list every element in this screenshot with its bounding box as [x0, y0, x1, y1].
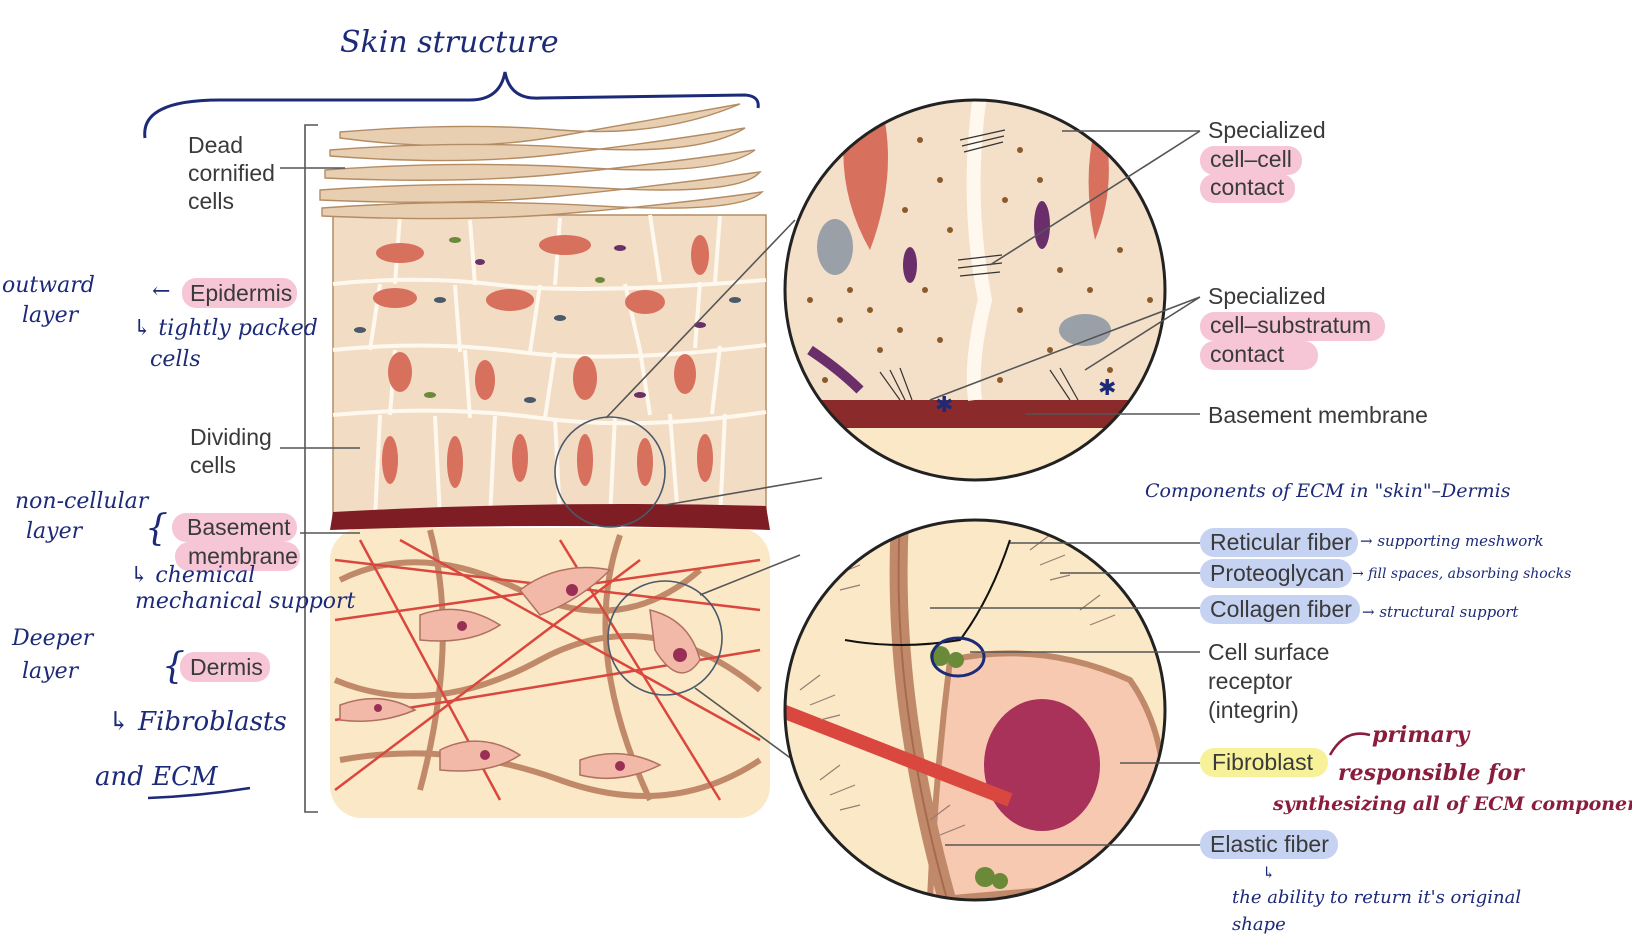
callout-reticular: Reticular fiber: [1210, 529, 1352, 555]
note-noncellular-1: non-cellular: [15, 489, 150, 514]
note-outward-1: outward: [2, 273, 95, 298]
callout-cell-substratum-2: cell–substratum: [1210, 312, 1371, 338]
callout-collagen: Collagen fiber: [1210, 596, 1352, 622]
callout-cell-substratum-1: Specialized: [1208, 283, 1326, 309]
note-elastic-arrow: ↳: [1262, 863, 1275, 882]
note-epidermis-1: ↳ tightly packed: [133, 316, 318, 341]
callout-cell-substratum-3: contact: [1210, 341, 1285, 367]
note-deeper-1: Deeper: [11, 626, 95, 651]
callout-cell-cell-3: contact: [1210, 174, 1285, 200]
callout-cell-cell-1: Specialized: [1208, 117, 1326, 143]
callout-basement-membrane: Basement membrane: [1208, 402, 1428, 428]
note-proteoglycan: → fill spaces, absorbing shocks: [1352, 566, 1571, 582]
note-basement-1: ↳ chemical: [130, 563, 255, 588]
layer-bracket: [305, 125, 318, 812]
callout-receptor-1: Cell surface: [1208, 639, 1329, 665]
label-dividing-2: cells: [190, 452, 236, 478]
note-fibroblast-3: synthesizing all of ECM components: [1272, 793, 1632, 815]
note-noncellular-2: layer: [26, 519, 84, 544]
callout-elastic: Elastic fiber: [1210, 831, 1329, 857]
zoom-circle-bottom: [780, 520, 1166, 910]
note-fibroblast-1: primary: [1372, 722, 1471, 748]
brace-basement: {: [145, 508, 168, 549]
label-dermis: Dermis: [190, 654, 263, 680]
note-outward-2: layer: [22, 303, 80, 328]
note-basement-2: mechanical support: [135, 589, 356, 614]
note-elastic-2: shape: [1232, 914, 1286, 935]
callout-fibroblast: Fibroblast: [1212, 749, 1314, 775]
note-collagen: → structural support: [1362, 603, 1519, 621]
zoom-circle-top: ✱ ✱: [780, 95, 1180, 488]
note-dermis-2: and ECM: [95, 762, 219, 792]
label-dead-2: cornified: [188, 160, 275, 186]
label-basement-1: Basement: [187, 514, 291, 540]
callout-proteoglycan: Proteoglycan: [1210, 560, 1344, 586]
callout-receptor-3: (integrin): [1208, 697, 1299, 723]
note-epidermis-2: cells: [150, 347, 201, 372]
callout-cell-cell-2: cell–cell: [1210, 146, 1292, 172]
note-fibroblast-2: responsible for: [1338, 760, 1525, 786]
skin-cross-section: [320, 104, 822, 818]
callout-receptor-2: receptor: [1208, 668, 1293, 694]
arrow-fibroblast-note: [1330, 734, 1370, 755]
brace-dermis: {: [162, 646, 185, 687]
note-reticular: → supporting meshwork: [1360, 532, 1544, 550]
note-elastic-1: the ability to return it's original: [1232, 887, 1521, 908]
label-dead-3: cells: [188, 188, 234, 214]
svg-text:✱: ✱: [1098, 376, 1116, 401]
note-deeper-2: layer: [22, 659, 80, 684]
ecm-heading: Components of ECM in "skin"–Dermis: [1145, 480, 1511, 502]
arrow-to-epidermis: ←: [152, 279, 170, 304]
label-dividing-1: Dividing: [190, 424, 272, 450]
label-epidermis: Epidermis: [190, 280, 292, 306]
note-dermis-1: ↳ Fibroblasts: [108, 707, 287, 737]
cornified-layer: [320, 104, 762, 219]
diagram-title: Skin structure: [340, 25, 559, 60]
label-dead-1: Dead: [188, 132, 243, 158]
